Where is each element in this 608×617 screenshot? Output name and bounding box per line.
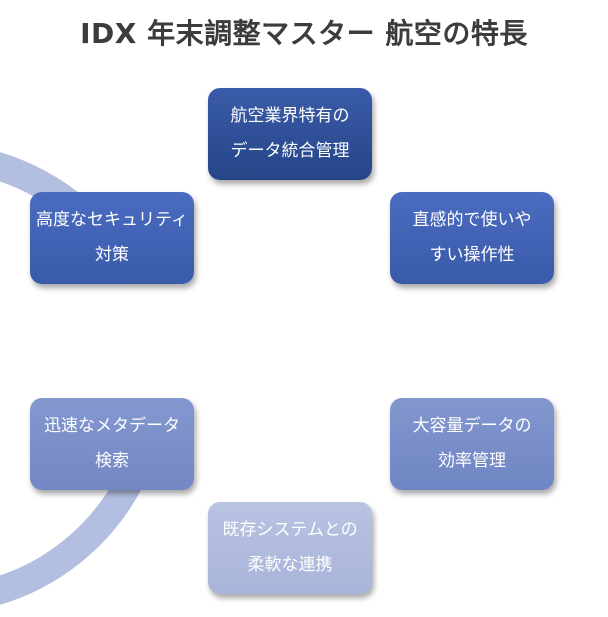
node-text-line1: 迅速なメタデータ (44, 416, 180, 436)
node-usability: 直感的で使いや すい操作性 (390, 192, 554, 284)
node-system-integration: 既存システムとの 柔軟な連携 (208, 502, 372, 594)
node-security: 高度なセキュリティ 対策 (30, 192, 194, 284)
node-text-line2: 効率管理 (438, 451, 506, 471)
node-text-line1: 直感的で使いや (412, 210, 532, 230)
node-text-line1: 高度なセキュリティ (36, 210, 188, 230)
node-text-line2: 対策 (95, 245, 129, 265)
node-data-integration: 航空業界特有の データ統合管理 (208, 88, 372, 180)
node-text-line2: 柔軟な連携 (247, 555, 333, 575)
node-text-line2: データ統合管理 (230, 141, 350, 161)
node-metadata-search: 迅速なメタデータ 検索 (30, 398, 194, 490)
node-text-line1: 既存システムとの (222, 520, 358, 540)
node-text-line1: 大容量データの (412, 416, 532, 436)
node-text-line1: 航空業界特有の (230, 106, 350, 126)
diagram-title: IDX 年末調整マスター 航空の特長 (80, 17, 528, 50)
node-text-line2: 検索 (95, 451, 129, 471)
node-text-line2: すい操作性 (429, 245, 515, 265)
node-large-data: 大容量データの 効率管理 (390, 398, 554, 490)
